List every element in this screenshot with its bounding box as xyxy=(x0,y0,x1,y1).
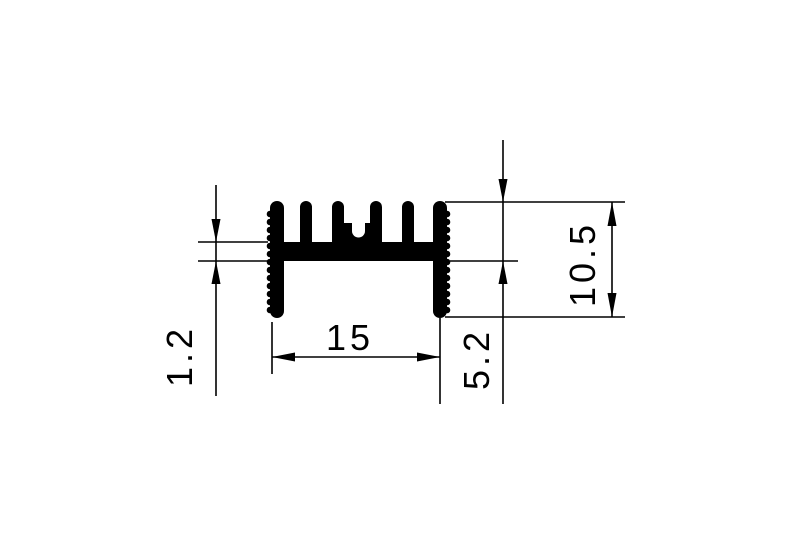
fin xyxy=(370,201,382,248)
heatsink-profile xyxy=(266,201,451,318)
arrowhead-right-icon xyxy=(417,352,440,362)
arrowhead-up-icon xyxy=(498,261,508,284)
fin xyxy=(332,201,344,248)
dimension-base-thickness: 1.2 xyxy=(159,185,268,396)
fin xyxy=(300,201,312,248)
dimension-fin-top-to-base-bottom: 5.2 xyxy=(450,140,518,404)
dimension-inner-width: 15 xyxy=(271,317,441,404)
dimension-label: 10.5 xyxy=(562,221,603,307)
fin xyxy=(402,201,414,248)
dimension-label: 1.2 xyxy=(159,325,200,387)
arrowhead-down-icon xyxy=(498,179,508,202)
base-plate xyxy=(270,242,447,261)
arrowhead-up-icon xyxy=(211,261,221,284)
mounting-slot xyxy=(352,221,365,238)
dimension-overall-height: 10.5 xyxy=(445,201,625,318)
arrowhead-up-icon xyxy=(607,202,617,226)
arrowhead-left-icon xyxy=(272,352,295,362)
arrowhead-down-icon xyxy=(211,219,221,242)
dimension-label: 5.2 xyxy=(456,328,497,390)
dimension-label: 15 xyxy=(326,317,374,358)
arrowhead-down-icon xyxy=(607,293,617,317)
